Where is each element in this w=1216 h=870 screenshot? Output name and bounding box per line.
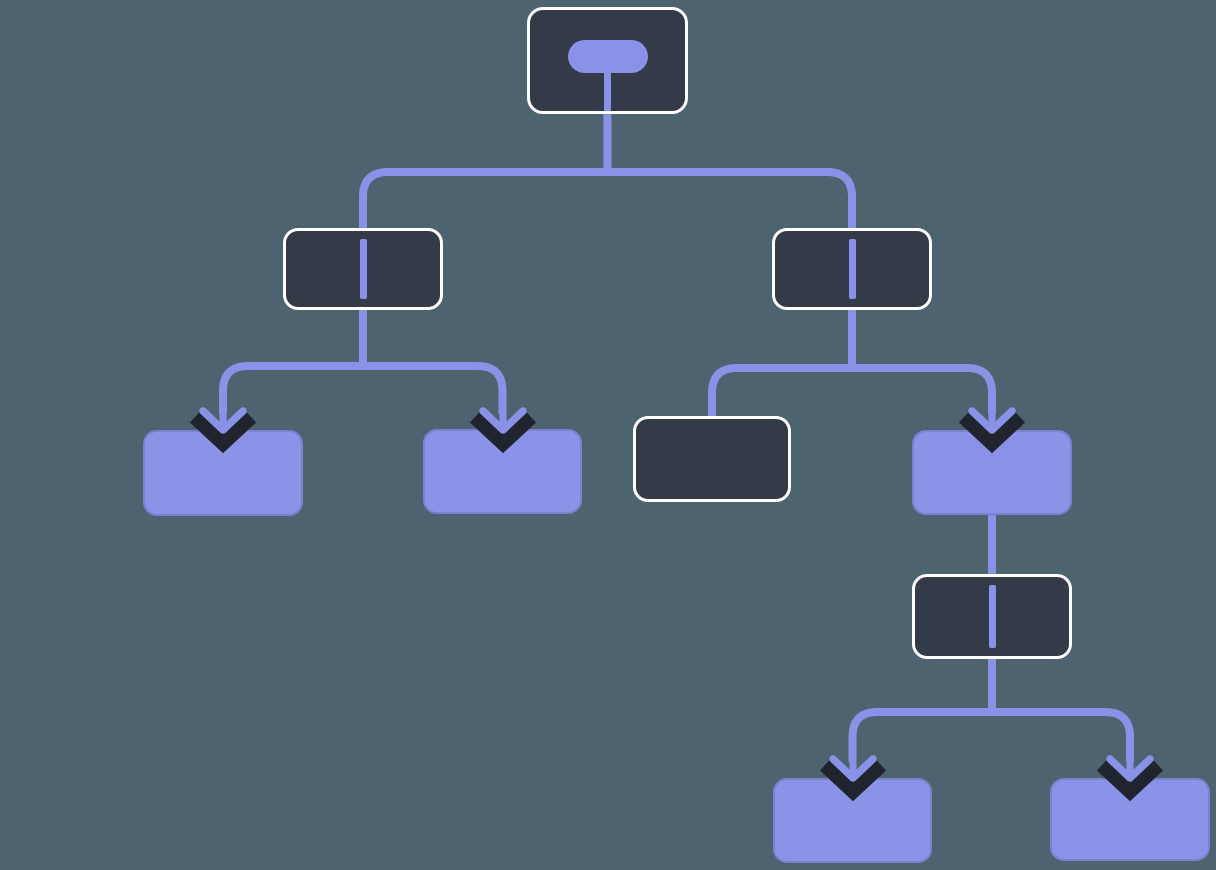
node-leaf-3[interactable] [912, 430, 1072, 515]
root-pill-stem [604, 71, 611, 111]
connector-left-subtree-branch [219, 362, 507, 414]
pass-through-line-icon [848, 239, 856, 299]
node-root[interactable] [527, 7, 688, 114]
node-branch-right[interactable] [772, 228, 932, 310]
node-leaf-4[interactable] [773, 778, 932, 863]
connector-level1-branch [359, 168, 856, 232]
node-leaf-2[interactable] [423, 429, 582, 514]
connector-bottom-subtree-branch [848, 708, 1134, 762]
node-leaf-5[interactable] [1050, 778, 1210, 861]
root-pill-shape [567, 40, 648, 73]
node-leaf-1[interactable] [143, 430, 303, 516]
node-branch-left[interactable] [283, 228, 443, 310]
node-leaf-dark[interactable] [633, 416, 791, 502]
pass-through-line-icon [988, 585, 996, 648]
connector-right-subtree-branch [708, 364, 996, 424]
node-branch-mid[interactable] [912, 574, 1072, 659]
root-pill-icon [530, 10, 685, 111]
pass-through-line-icon [359, 239, 367, 299]
